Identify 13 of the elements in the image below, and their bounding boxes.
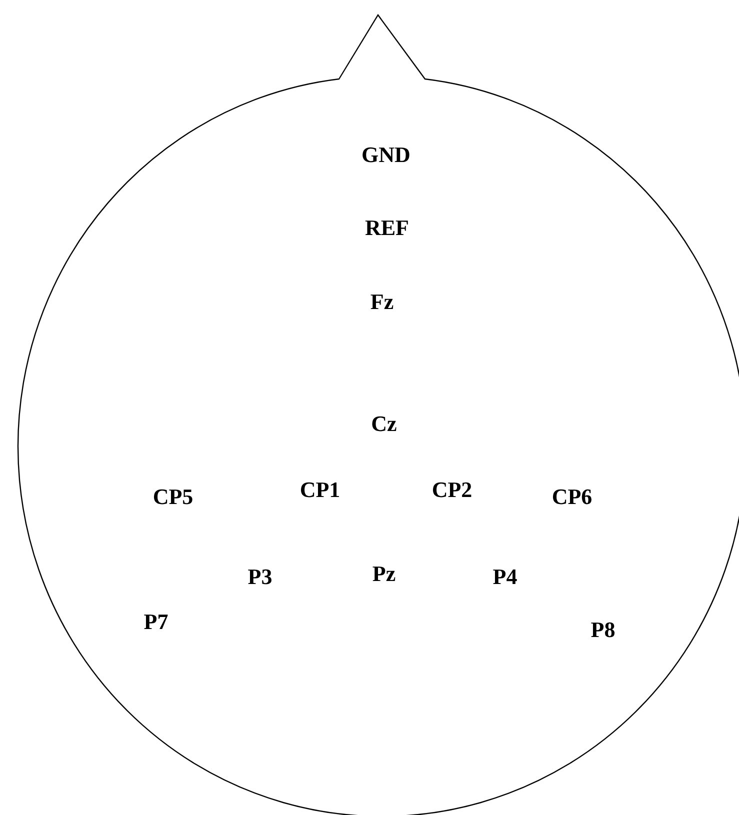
electrode-label: P8 — [590, 619, 616, 641]
electrode-label: GND — [362, 144, 410, 166]
electrode-label: P7 — [144, 611, 168, 633]
electrode-label: CP2 — [432, 479, 472, 501]
electrode-label: Fz — [370, 291, 394, 313]
electrode-label: CP1 — [300, 479, 340, 501]
electrode-label: Cz — [371, 413, 397, 435]
electrode-label: P3 — [248, 566, 272, 588]
electrode-label: P4 — [492, 566, 518, 588]
electrode-label: CP5 — [152, 486, 194, 508]
electrode-label: Pz — [372, 563, 396, 585]
electrode-label: REF — [365, 217, 409, 239]
electrode-label: CP6 — [552, 486, 592, 508]
